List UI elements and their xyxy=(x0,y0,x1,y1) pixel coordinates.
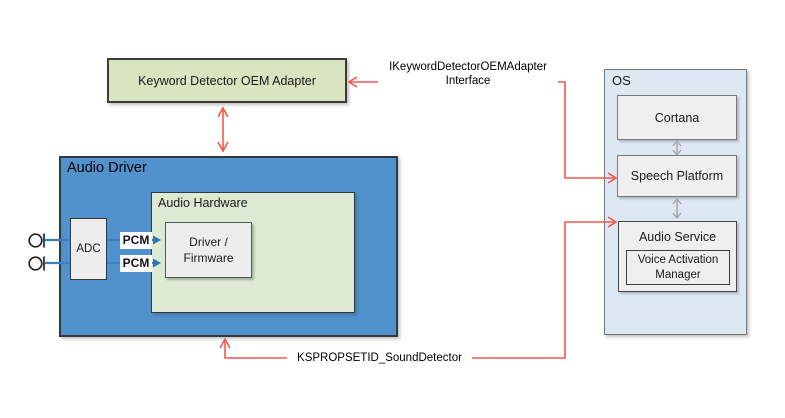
audio-service-label: Audio Service xyxy=(638,230,717,244)
speech-platform-box: Speech Platform xyxy=(617,155,737,197)
adapter-driver-double-arrow xyxy=(217,106,229,153)
keyword-detector-oem-adapter-label: Keyword Detector OEM Adapter xyxy=(138,73,316,88)
adc-box: ADC xyxy=(70,218,107,280)
voice-activation-manager-box: Voice Activation Manager xyxy=(626,250,730,285)
microphone-icon xyxy=(28,233,43,248)
keyword-detector-oem-adapter-box: Keyword Detector OEM Adapter xyxy=(107,58,347,103)
voice-activation-manager-label-line1: Voice Activation xyxy=(637,254,719,267)
driver-firmware-box: Driver / Firmware xyxy=(165,222,252,278)
ksprop-sound-detector-label: KSPROPSETID_SoundDetector xyxy=(287,350,472,366)
arrowhead-up xyxy=(217,106,229,118)
cortana-label: Cortana xyxy=(654,110,700,125)
ikeyword-interface-label-line1: IKeywordDetectorOEMAdapter xyxy=(389,61,547,73)
microphone-icons xyxy=(28,233,45,271)
microphone-icon xyxy=(28,256,43,271)
voice-activation-manager-label-line2: Manager xyxy=(655,268,701,281)
arrowhead-down xyxy=(217,141,229,153)
os-label: OS xyxy=(612,73,631,88)
cortana-box: Cortana xyxy=(617,95,737,140)
arrowhead-left xyxy=(347,76,358,88)
speech-platform-label: Speech Platform xyxy=(630,169,724,183)
audio-driver-label: Audio Driver xyxy=(67,160,147,176)
pcm-label-bottom: PCM xyxy=(120,255,152,272)
driver-firmware-label-line2: Firmware xyxy=(183,251,234,265)
driver-firmware-label-line1: Driver / xyxy=(189,234,228,249)
pcm-label-top: PCM xyxy=(120,232,152,249)
ikeyword-interface-label-line2: Interface xyxy=(445,75,491,87)
arrowhead-up xyxy=(219,337,231,349)
audio-hardware-label: Audio Hardware xyxy=(158,196,248,210)
adc-label: ADC xyxy=(76,243,101,255)
ikeyword-interface-label: IKeywordDetectorOEMAdapter Interface xyxy=(378,60,558,88)
audio-service-box: Audio Service Voice Activation Manager xyxy=(618,221,737,292)
